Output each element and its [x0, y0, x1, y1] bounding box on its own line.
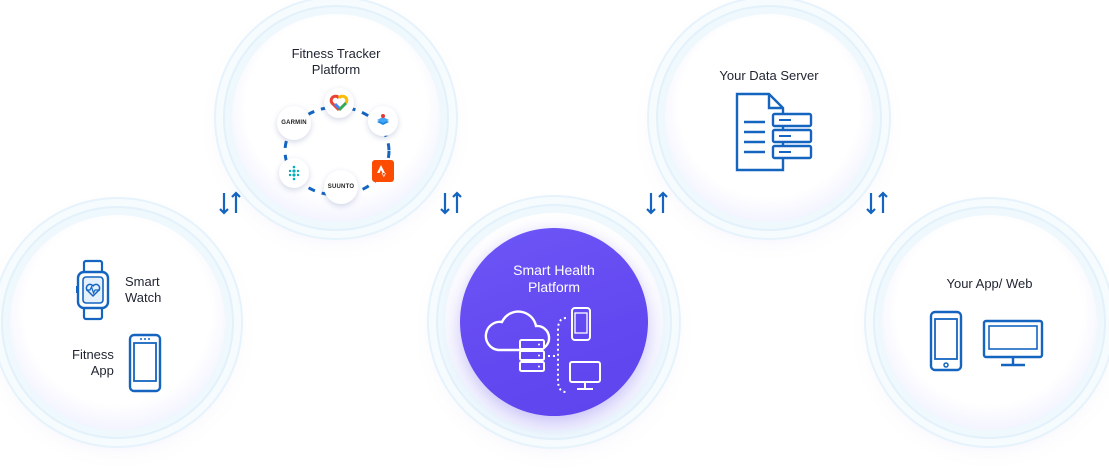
- fitness-tracker-circle: Fitness Tracker Platform GARMIN SUUNTO: [232, 14, 440, 222]
- phone-icon: [128, 333, 162, 393]
- app-web-circle: Your App/ Web: [882, 215, 1097, 430]
- cloud-icon: [484, 310, 551, 352]
- smart-watch-icon: [76, 259, 110, 321]
- fitbit-logo: [279, 158, 309, 188]
- suunto-logo: SUUNTO: [324, 170, 358, 204]
- monitor-icon: [982, 319, 1044, 367]
- garmin-logo: GARMIN: [277, 106, 311, 140]
- fitness-tracker-title: Fitness Tracker Platform: [292, 46, 381, 78]
- smart-watch-label: Smart Watch: [125, 274, 161, 306]
- bidirectional-arrows-icon: [646, 191, 668, 215]
- fitness-app-label-line2: App: [90, 363, 114, 378]
- phone-icon: [571, 307, 591, 341]
- fitness-app-label: Fitness App: [72, 347, 114, 379]
- devices-circle: Smart Watch Fitness App: [10, 215, 225, 430]
- smart-health-circle: Smart Health Platform: [445, 213, 663, 431]
- smart-health-title-line2: Platform: [527, 279, 581, 295]
- health-stack-icon: [377, 114, 389, 125]
- suunto-logo-text: SUUNTO: [327, 184, 355, 190]
- app-web-title: Your App/ Web: [946, 276, 1033, 291]
- smart-watch-group: Smart Watch: [75, 259, 161, 321]
- smart-watch-label-line2: Watch: [125, 290, 162, 305]
- smart-health-core: Smart Health Platform: [460, 228, 648, 416]
- smart-health-title: Smart Health Platform: [460, 262, 648, 296]
- bidirectional-arrows-icon: [440, 191, 462, 215]
- fitness-app-group: Fitness App: [72, 333, 162, 393]
- fitness-tracker-title-line1: Fitness Tracker: [291, 46, 381, 61]
- garmin-logo-text: GARMIN: [281, 120, 307, 126]
- document-server-icon: [735, 92, 813, 172]
- strava-logo: [372, 160, 394, 182]
- strava-icon: [377, 165, 387, 178]
- fitness-tracker-title-line2: Platform: [311, 62, 361, 77]
- server-stack-icon: [519, 339, 545, 372]
- data-server-circle: Your Data Server: [665, 14, 873, 222]
- data-server-title: Your Data Server: [719, 68, 819, 83]
- bidirectional-arrows-icon: [219, 191, 241, 215]
- phone-icon: [929, 310, 963, 372]
- fitness-app-label-line1: Fitness: [72, 347, 114, 362]
- smart-watch-label-line1: Smart: [125, 274, 160, 289]
- cloud-network-icon: [484, 307, 601, 393]
- fitbit-dots-icon: [288, 165, 300, 181]
- smart-health-title-line1: Smart Health: [513, 262, 595, 278]
- google-fit-heart-icon: [329, 94, 349, 112]
- monitor-icon: [569, 361, 601, 390]
- health-app-logo: [368, 106, 398, 136]
- google-fit-logo: [324, 88, 354, 118]
- dotted-connector: [548, 317, 567, 393]
- bidirectional-arrows-icon: [866, 191, 888, 215]
